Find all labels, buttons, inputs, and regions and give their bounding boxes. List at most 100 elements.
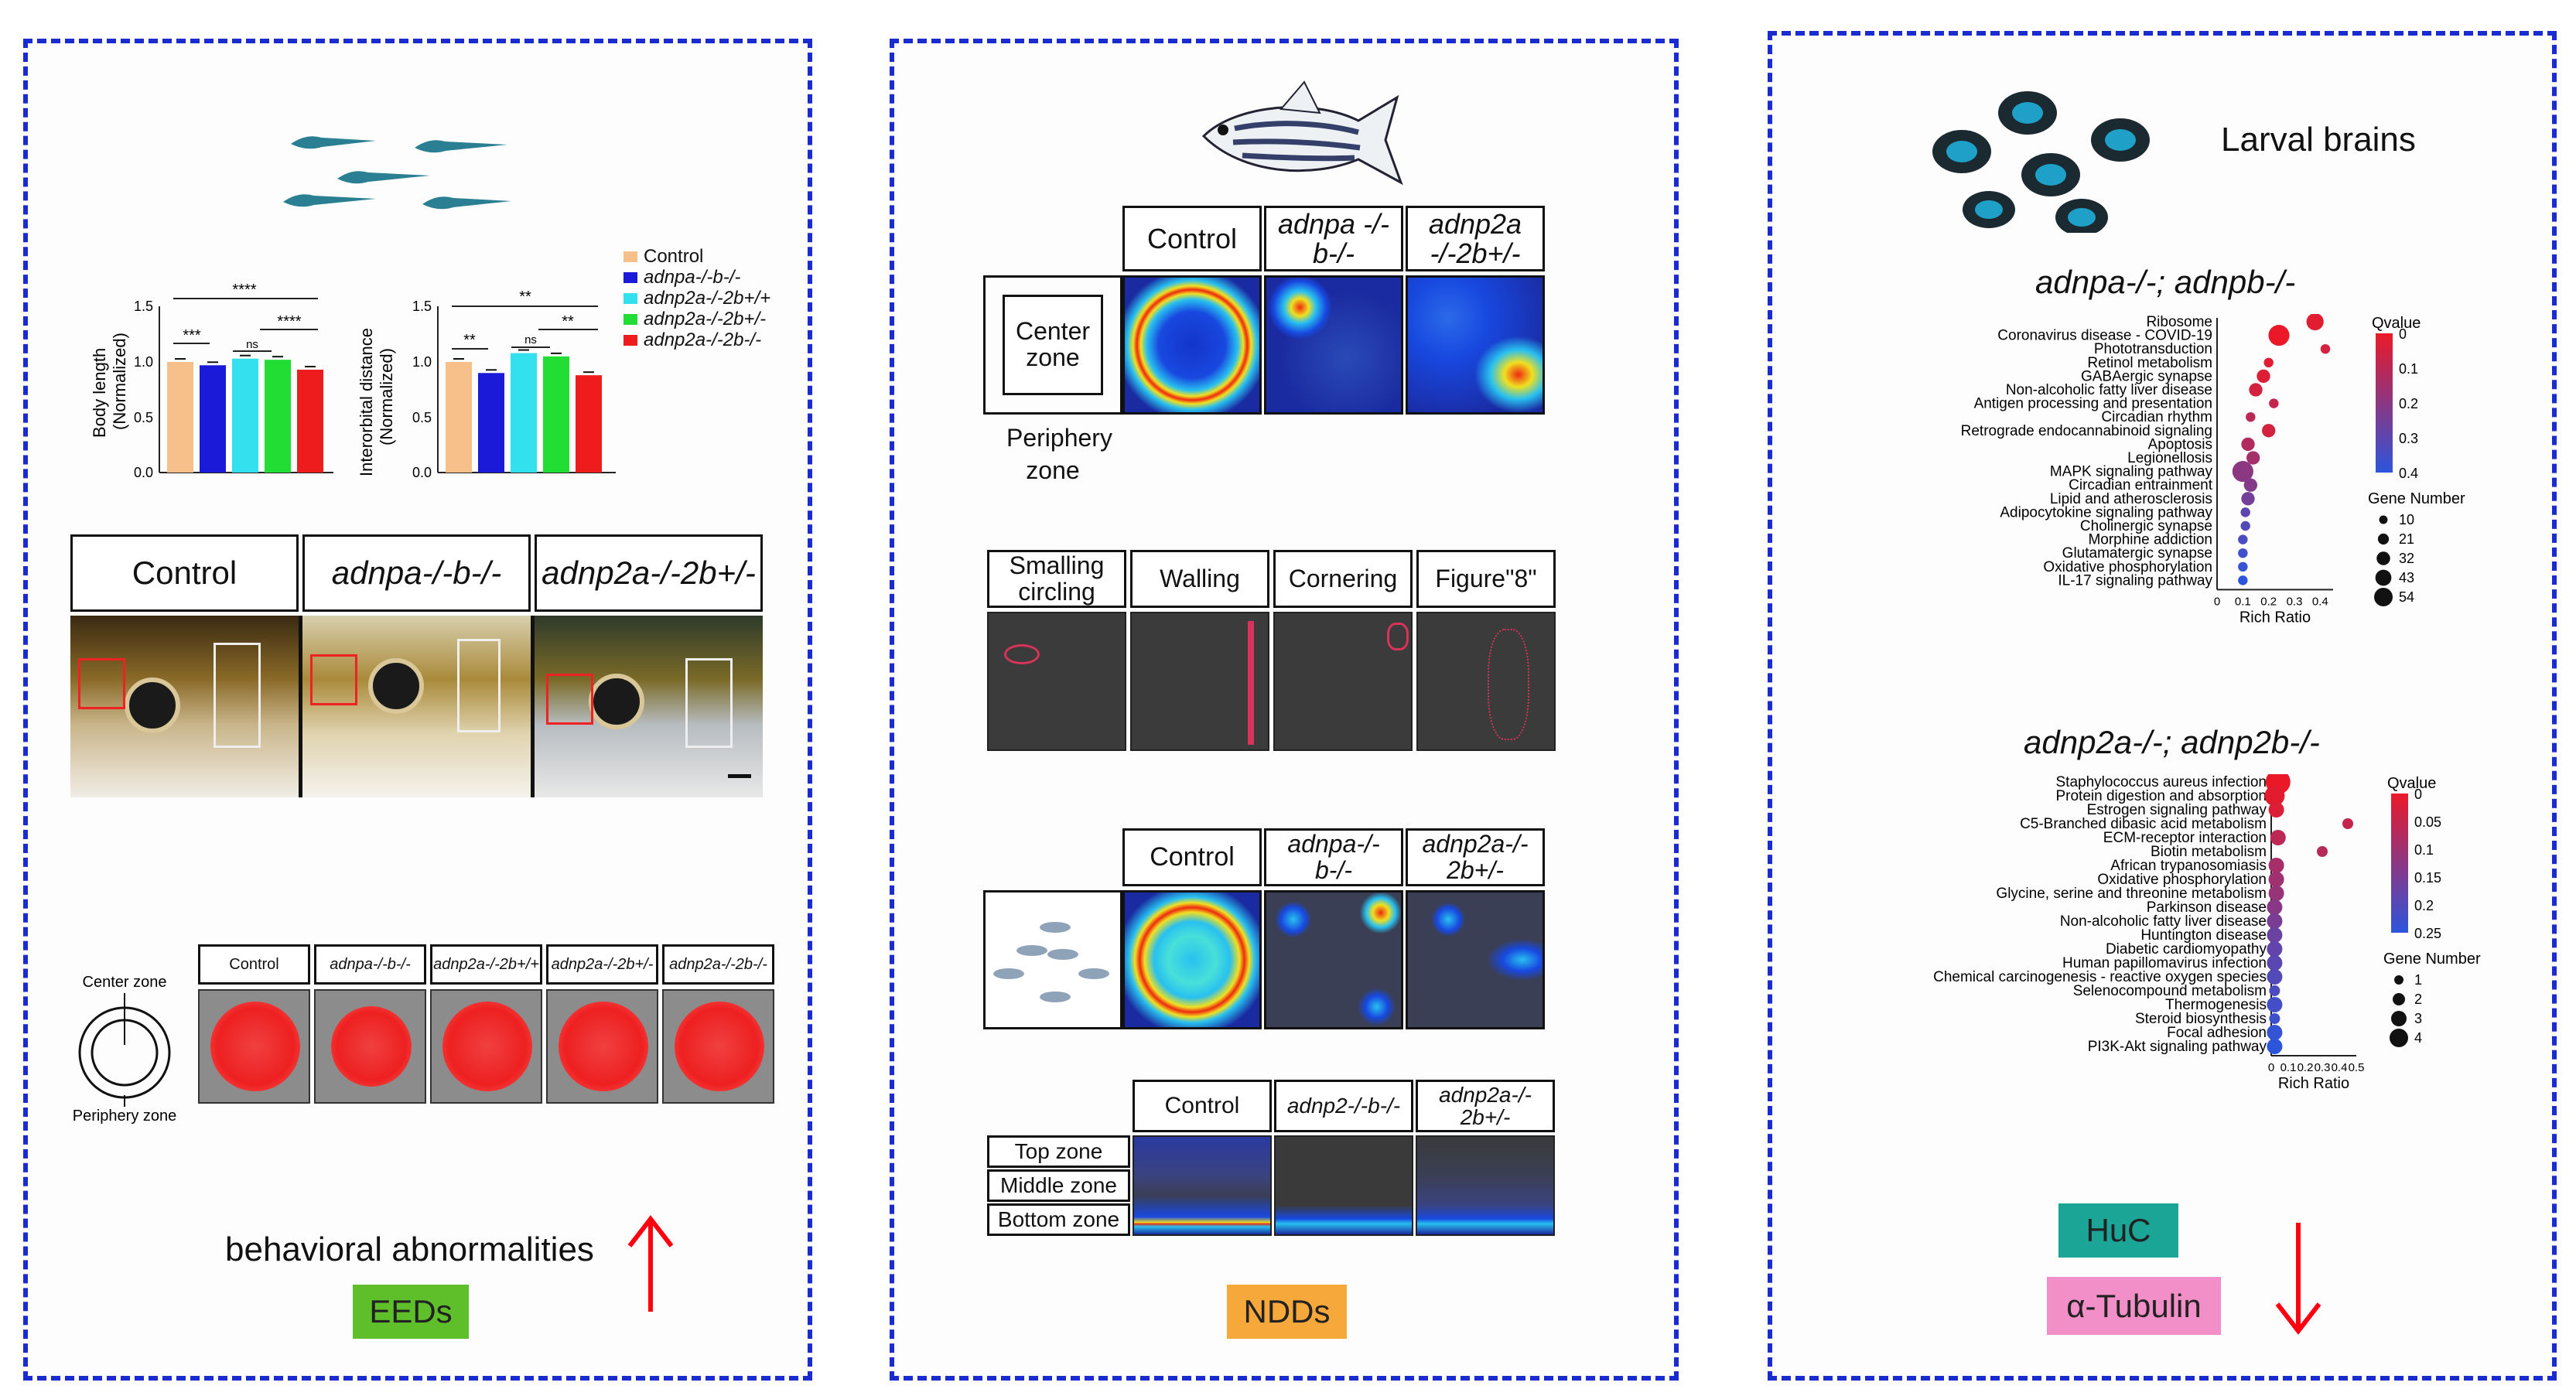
chart1-tick: 0.5 [134, 410, 153, 425]
roi-red-box [310, 654, 357, 705]
kegg-term: Chemical carcinogenesis - reactive oxyge… [1933, 969, 2267, 985]
kegg-term: Retinol metabolism [2087, 355, 2212, 371]
kegg-term: Protein digestion and absorption [2055, 788, 2267, 804]
body-length-chart: Body length (Normalized) 1.5 1.0 0.5 0.0… [90, 282, 333, 480]
kegg-dot [2270, 830, 2286, 845]
gene-number-value: 10 [2399, 512, 2414, 527]
legend-item: Control [624, 246, 809, 267]
kegg-xtick: 0.2 [2298, 1061, 2314, 1074]
huc-tag: HuC [2058, 1203, 2178, 1258]
kegg-dot [2240, 507, 2250, 517]
qvalue-tick: 0.1 [2399, 361, 2418, 377]
shoal-header-control: Control [1122, 828, 1262, 886]
chart1-tick: 1.0 [134, 354, 153, 370]
kegg-term: Thermogenesis [2165, 997, 2267, 1013]
tank-heatmap-adnp2a [1416, 1135, 1555, 1236]
kegg-dot [2267, 913, 2283, 929]
kegg-term: MAPK signaling pathway [2050, 464, 2213, 480]
heat-header-adnp2a: adnp2a -/-2b+/- [1406, 206, 1545, 271]
roi-red-box [546, 674, 593, 725]
shoal-heatmap-adnp2a [1406, 890, 1545, 1029]
kegg-dot [2267, 899, 2283, 915]
track-trace [1387, 623, 1409, 650]
kegg1-title: adnpa-/-; adnpb-/- [2035, 264, 2296, 300]
track-trace [1488, 629, 1529, 740]
zone-diagram: Center zone Periphery zone [73, 974, 177, 1125]
kegg-dot [2267, 927, 2283, 943]
qvalue-colorbar [2391, 794, 2408, 933]
legend-item: adnp2a-/-2b-/- [624, 329, 809, 350]
panel-eeds: Body length (Normalized) 1.5 1.0 0.5 0.0… [23, 39, 812, 1381]
fish-header-control: Control [70, 534, 299, 612]
kegg-dot [2262, 424, 2276, 438]
qvalue-tick: 0.05 [2414, 814, 2441, 830]
kegg-term: Steroid biosynthesis [2135, 1011, 2267, 1027]
gene-number-value: 1 [2414, 972, 2422, 988]
kegg-term: Legionellosis [2127, 450, 2212, 466]
kegg-dot [2269, 1013, 2280, 1024]
chart1-ylabel-line1: Body length [90, 348, 109, 438]
qvalue-tick: 0.2 [2399, 396, 2418, 411]
kegg-term: Human papillomavirus infection [2062, 955, 2267, 971]
kegg-dot [2320, 343, 2331, 354]
heatmap-adnp2a [1406, 275, 1545, 415]
kegg-term: Circadian rhythm [2101, 409, 2212, 425]
panel-ndds: Control adnpa -/-b-/- adnp2a -/-2b+/- Ce… [890, 39, 1679, 1381]
periphery-zone-label: Periphery zone [1006, 424, 1112, 484]
kegg-term: Parkinson disease [2147, 899, 2267, 916]
kegg-dot [2238, 575, 2248, 585]
tank-heatmap-adnp2 [1274, 1135, 1413, 1236]
chart2-ylabel-line2: (Normalized) [377, 348, 396, 445]
dish-header: adnp2a-/-2b-/- [662, 944, 774, 985]
legend-label: adnp2a-/-2b+/+ [644, 287, 771, 309]
dish-tracking [314, 989, 426, 1104]
kegg-term: Coronavirus disease - COVID-19 [1997, 328, 2212, 344]
gene-number-value: 4 [2414, 1030, 2422, 1046]
kegg-dot [2267, 941, 2283, 957]
kegg-dot [2246, 451, 2260, 465]
kegg-term: Glycine, serine and threonine metabolism [1996, 886, 2267, 902]
chart1-sig: **** [277, 313, 301, 330]
zebrafish-icon [1201, 80, 1403, 186]
chart2-tick: 0.0 [412, 465, 432, 480]
kegg-dot [2246, 411, 2256, 422]
chart1-tick: 1.5 [134, 299, 153, 314]
kegg-term: Antigen processing and presentation [1974, 396, 2212, 412]
kegg-dot [2267, 1039, 2283, 1054]
kegg-dot [2241, 492, 2255, 506]
chart2-ylabel-line1: Interorbital distance [357, 328, 376, 476]
kegg-xtick: 0.5 [2349, 1061, 2365, 1074]
dish-trace [331, 1006, 412, 1087]
kegg-dot [2306, 314, 2324, 331]
legend-swatch [624, 334, 637, 346]
chart2-sig: ** [562, 313, 574, 330]
bar [478, 373, 504, 473]
gene-number-title: Gene Number [2383, 951, 2481, 968]
kegg-term: Staphylococcus aureus infection [2056, 774, 2267, 790]
fish-photo-adnp2a [535, 616, 763, 797]
qvalue-tick: 0.4 [2399, 466, 2418, 481]
gene-number-value: 43 [2399, 570, 2414, 585]
dish-header: adnpa-/-b-/- [314, 944, 426, 985]
heat-header-control: Control [1122, 206, 1262, 271]
qvalue-tick: 0.15 [2414, 870, 2441, 886]
dish-tracking [198, 989, 310, 1104]
chart1-ylabel-line2: (Normalized) [110, 333, 129, 430]
kegg-term: Adipocytokine signaling pathway [2000, 504, 2212, 521]
kegg-term: Biotin metabolism [2151, 844, 2267, 860]
legend-swatch [624, 292, 637, 304]
kegg-dot [2269, 398, 2279, 408]
zone-outline: Center zone [983, 275, 1122, 415]
qvalue-title: Qvalue [2372, 315, 2421, 332]
chart2-sig: ** [463, 332, 476, 349]
qvalue-tick: 0.25 [2414, 926, 2441, 941]
shoal-header-adnpa: adnpa-/- b-/- [1264, 828, 1403, 886]
legend-item: adnpa-/-b-/- [624, 267, 809, 288]
kegg-term: PI3K-Akt signaling pathway [2088, 1039, 2267, 1055]
fish-eye [589, 674, 644, 729]
gene-number-value: 2 [2414, 992, 2422, 1007]
qvalue-colorbar [2376, 333, 2393, 473]
kegg-dot [2263, 357, 2274, 368]
